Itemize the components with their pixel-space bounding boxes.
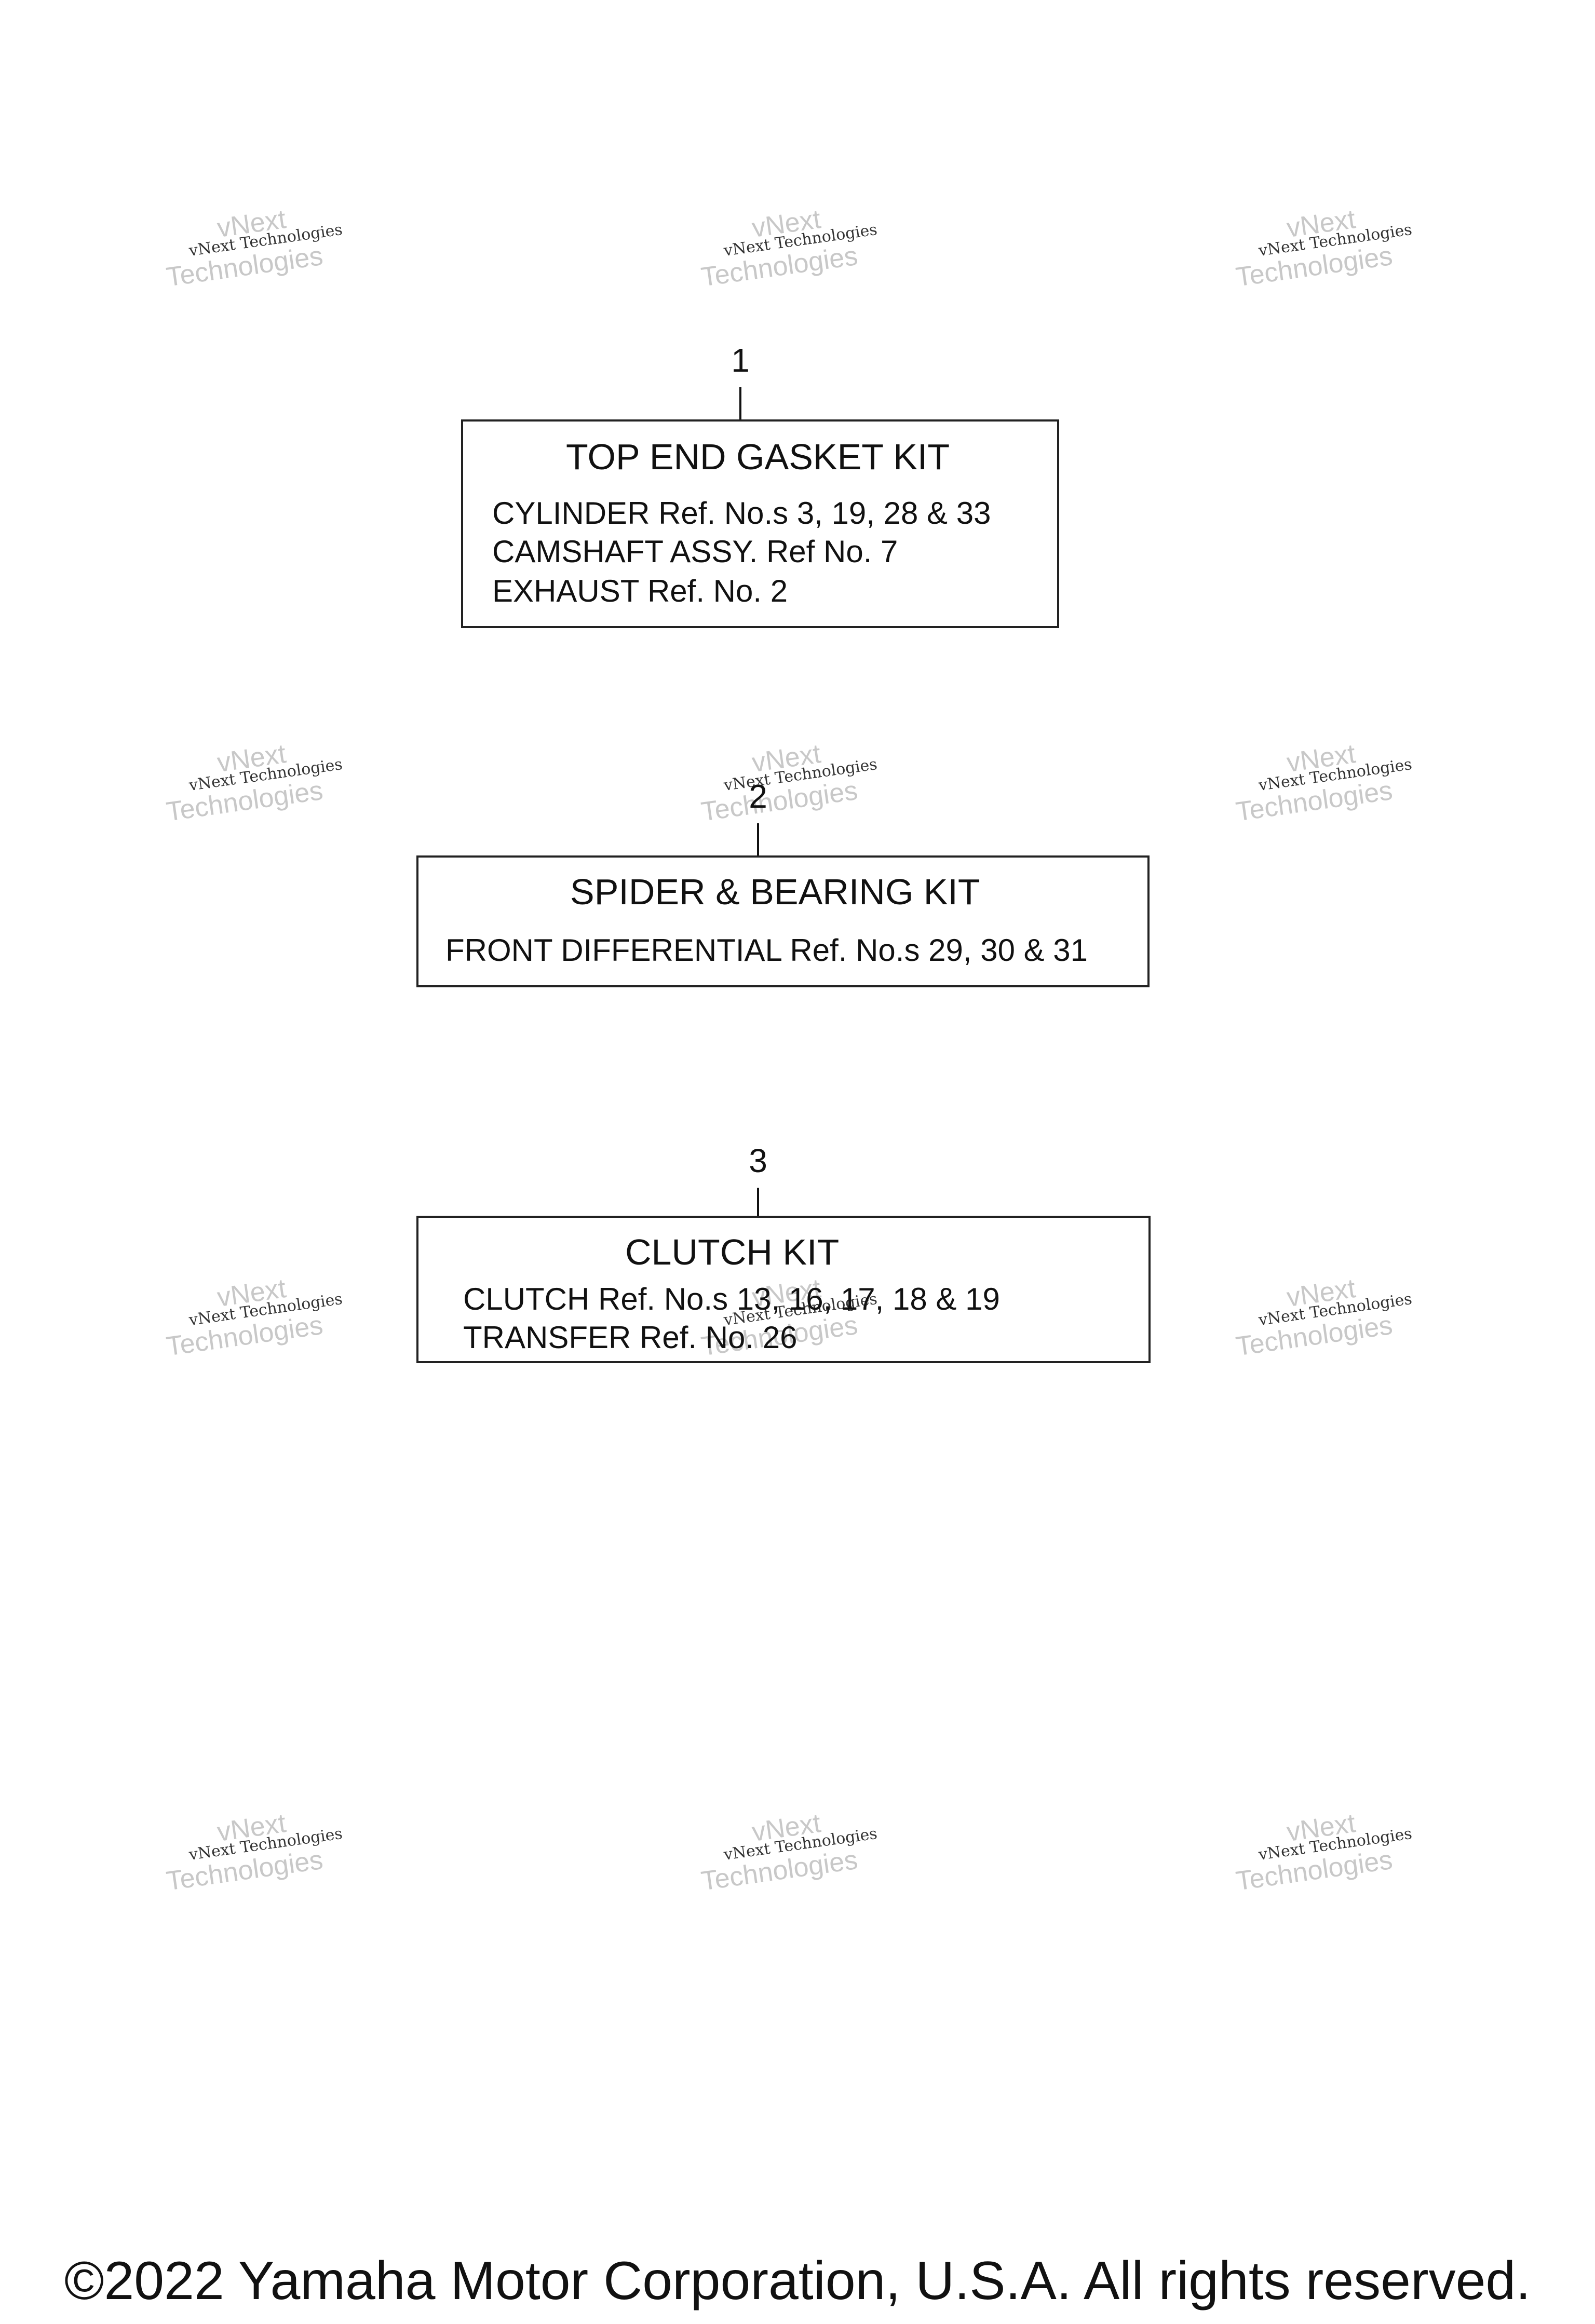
- watermark: vNext vNext Technologies Technologies: [694, 730, 890, 838]
- kit-box-clutch: CLUTCH KIT CLUTCH Ref. No.s 13, 16, 17, …: [416, 1216, 1151, 1363]
- watermark: vNext vNext Technologies Technologies: [159, 1799, 356, 1908]
- kit-title: SPIDER & BEARING KIT: [570, 872, 980, 912]
- watermark-text: vNext Technologies: [722, 755, 878, 795]
- watermark-text: vNext: [215, 1808, 288, 1847]
- watermark-text: Technologies: [1234, 1844, 1395, 1897]
- watermark-text: vNext: [1285, 204, 1358, 243]
- watermark-text: vNext: [215, 204, 288, 243]
- copyright-footer: ©2022 Yamaha Motor Corporation, U.S.A. A…: [64, 2251, 1531, 2311]
- watermark-text: vNext: [215, 1273, 288, 1313]
- kit-line: CAMSHAFT ASSY. Ref No. 7: [492, 534, 898, 569]
- watermark: vNext vNext Technologies Technologies: [159, 1265, 356, 1373]
- watermark-text: vNext Technologies: [1257, 1289, 1413, 1330]
- watermark: vNext vNext Technologies Technologies: [694, 1799, 890, 1908]
- watermark-text: Technologies: [1234, 1310, 1395, 1362]
- watermark-text: Technologies: [1234, 775, 1395, 827]
- watermark-text: vNext Technologies: [722, 220, 878, 261]
- watermark-text: vNext Technologies: [1257, 1824, 1413, 1865]
- watermark: vNext vNext Technologies Technologies: [1228, 195, 1425, 304]
- leader-line: [757, 1188, 759, 1218]
- watermark-text: vNext: [1285, 1273, 1358, 1313]
- watermark-text: Technologies: [164, 775, 325, 827]
- watermark: vNext vNext Technologies Technologies: [159, 730, 356, 838]
- watermark-text: Technologies: [699, 775, 860, 827]
- watermark-text: Technologies: [164, 1844, 325, 1897]
- kit-title: CLUTCH KIT: [625, 1232, 840, 1272]
- watermark-text: vNext: [1285, 739, 1358, 778]
- watermark-text: Technologies: [699, 1844, 860, 1897]
- watermark-text: vNext: [750, 204, 823, 243]
- watermark: vNext vNext Technologies Technologies: [159, 195, 356, 304]
- leader-line: [757, 823, 759, 857]
- watermark-text: vNext Technologies: [187, 1824, 344, 1865]
- watermark: vNext vNext Technologies Technologies: [1228, 1265, 1425, 1373]
- kit-title: TOP END GASKET KIT: [566, 437, 950, 477]
- watermark-text: vNext: [1285, 1808, 1358, 1847]
- kit-line: EXHAUST Ref. No. 2: [492, 574, 788, 608]
- watermark: vNext vNext Technologies Technologies: [694, 195, 890, 304]
- watermark-text: vNext Technologies: [1257, 755, 1413, 795]
- leader-line: [739, 387, 741, 420]
- kit-ref-number: 2: [749, 778, 767, 815]
- kit-ref-number: 3: [749, 1142, 767, 1179]
- kit-box-spider-bearing: SPIDER & BEARING KIT FRONT DIFFERENTIAL …: [416, 855, 1150, 987]
- watermark-text: vNext Technologies: [187, 755, 344, 795]
- kit-box-top-end-gasket: TOP END GASKET KIT CYLINDER Ref. No.s 3,…: [461, 419, 1059, 628]
- watermark-text: vNext Technologies: [722, 1824, 878, 1865]
- kit-line: CLUTCH Ref. No.s 13, 16, 17, 18 & 19: [463, 1282, 1000, 1316]
- watermark-text: vNext: [215, 739, 288, 778]
- kit-line: FRONT DIFFERENTIAL Ref. No.s 29, 30 & 31: [445, 933, 1088, 968]
- watermark-text: vNext: [750, 1808, 823, 1847]
- watermark: vNext vNext Technologies Technologies: [1228, 730, 1425, 838]
- watermark-text: Technologies: [699, 240, 860, 293]
- watermark: vNext vNext Technologies Technologies: [1228, 1799, 1425, 1908]
- watermark-text: vNext Technologies: [1257, 220, 1413, 261]
- watermark-text: vNext Technologies: [187, 220, 344, 261]
- watermark-text: Technologies: [164, 240, 325, 293]
- watermark-text: vNext Technologies: [187, 1289, 344, 1330]
- kit-ref-number: 1: [731, 342, 750, 379]
- watermark-text: Technologies: [1234, 240, 1395, 293]
- kit-line: TRANSFER Ref. No. 26: [463, 1320, 798, 1355]
- watermark-text: Technologies: [164, 1310, 325, 1362]
- watermark-text: vNext: [750, 739, 823, 778]
- kit-line: CYLINDER Ref. No.s 3, 19, 28 & 33: [492, 496, 991, 531]
